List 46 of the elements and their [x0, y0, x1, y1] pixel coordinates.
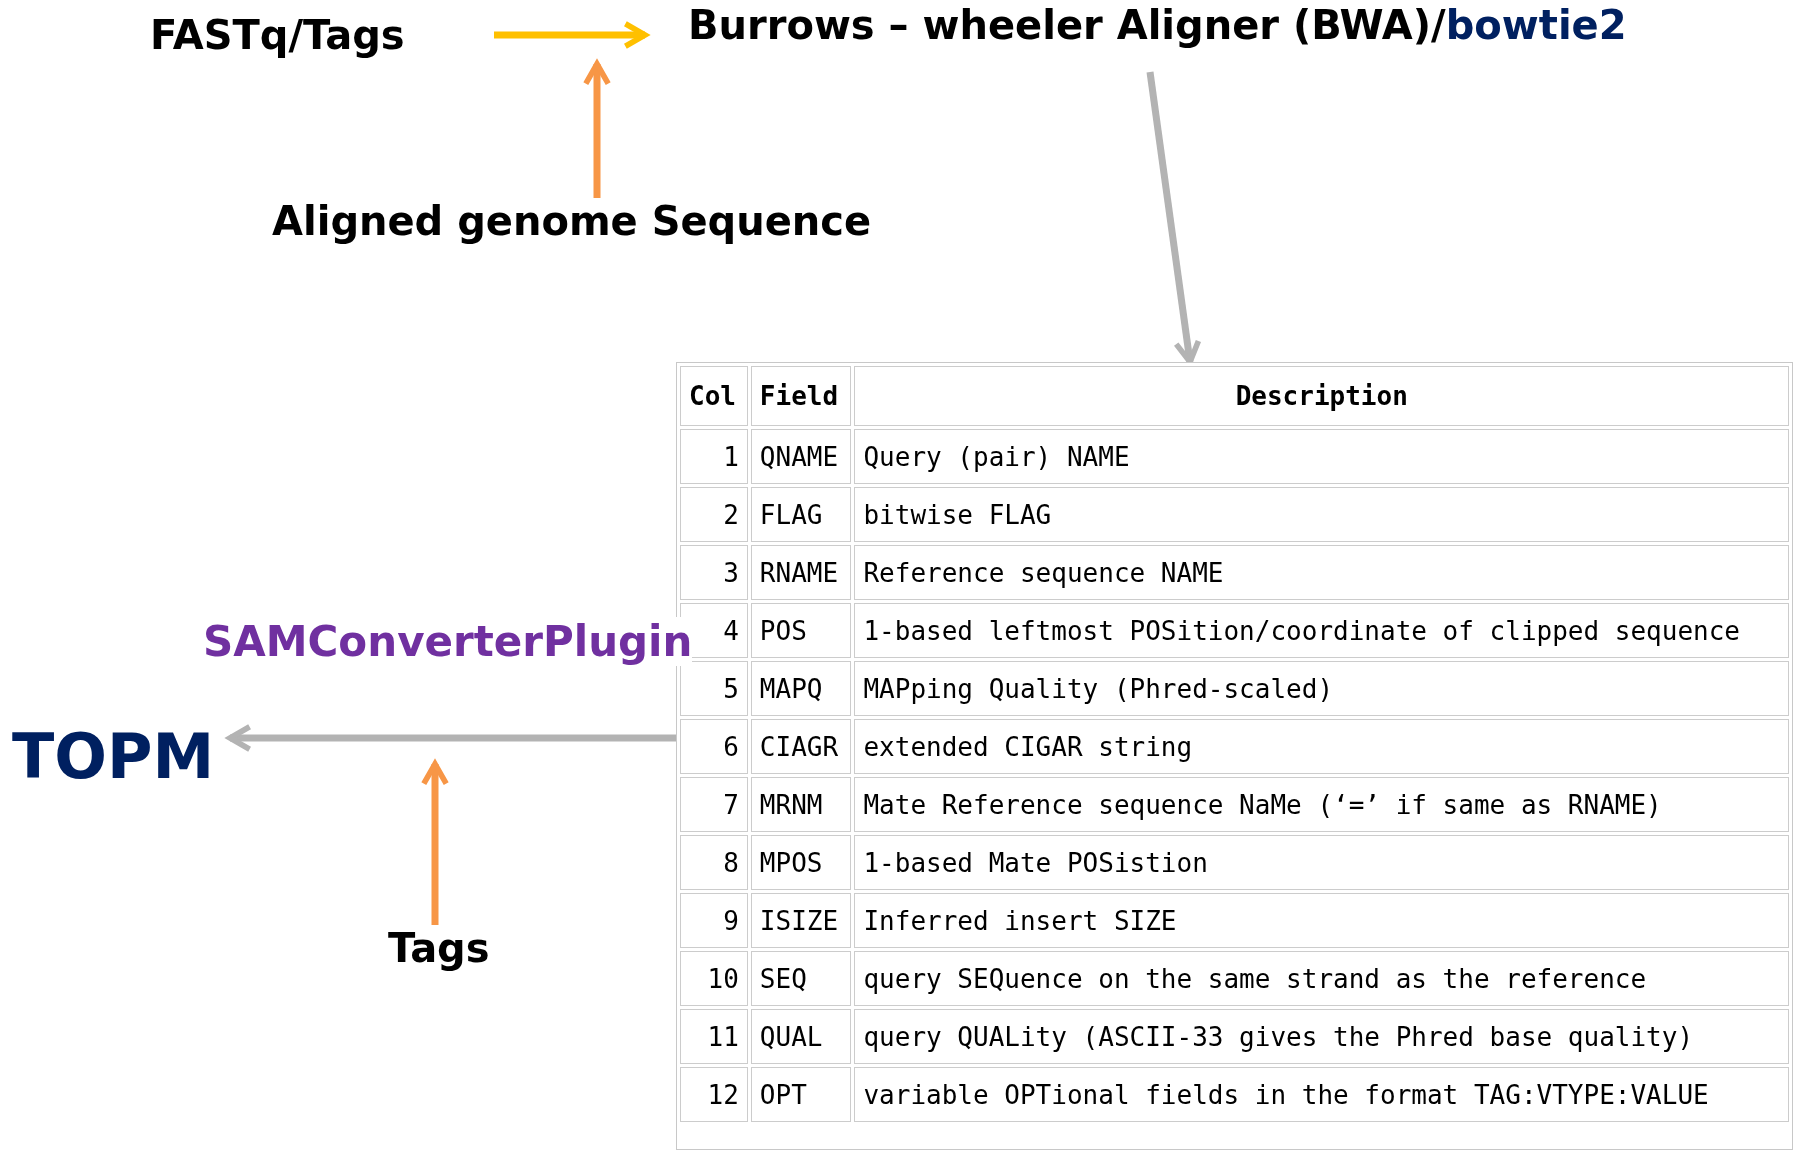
table-cell: QNAME: [750, 429, 852, 484]
table-cell: POS: [750, 603, 852, 658]
table-cell: Mate Reference sequence NaMe (‘=’ if same as RNAME): [854, 777, 1789, 832]
table-cell: Inferred insert SIZE: [854, 893, 1789, 948]
table-cell: 2: [680, 487, 748, 542]
node-label: FASTq/Tags: [150, 12, 405, 58]
node-label: TOPM: [12, 720, 215, 793]
table-cell: bitwise FLAG: [854, 487, 1789, 542]
table-cell: query SEQuence on the same strand as the reference: [854, 951, 1789, 1006]
table-header: Field: [750, 366, 852, 426]
table-header: Description: [854, 366, 1789, 426]
table-cell: query QUALity (ASCII-33 gives the Phred base quality): [854, 1009, 1789, 1064]
table-cell: RNAME: [750, 545, 852, 600]
table-cell: OPT: [750, 1067, 852, 1122]
table-cell: 6: [680, 719, 748, 774]
table-cell: extended CIGAR string: [854, 719, 1789, 774]
table-cell: 1-based Mate POSistion: [854, 835, 1789, 890]
table-cell: 12: [680, 1067, 748, 1122]
table-cell: 1: [680, 429, 748, 484]
table-cell: 1-based leftmost POSition/coordinate of clipped sequence: [854, 603, 1789, 658]
arrow: [1146, 71, 1202, 365]
table-cell: 10: [680, 951, 748, 1006]
table-cell: SEQ: [750, 951, 852, 1006]
table-cell: ISIZE: [750, 893, 852, 948]
table-cell: 11: [680, 1009, 748, 1064]
table-cell: Query (pair) NAME: [854, 429, 1789, 484]
table-header: Col: [680, 366, 748, 426]
table-cell: variable OPTional fields in the format TAG:VTYPE:VALUE: [854, 1067, 1789, 1122]
table-cell: MAPQ: [750, 661, 852, 716]
node-label: Tags: [388, 925, 490, 971]
table-cell: 3: [680, 545, 748, 600]
node-label-part: bowtie2: [1445, 2, 1627, 48]
arrow: [227, 724, 676, 752]
node-label: Aligned genome Sequence: [272, 198, 872, 244]
table-cell: Reference sequence NAME: [854, 545, 1789, 600]
table-cell: MPOS: [750, 835, 852, 890]
table-cell: 8: [680, 835, 748, 890]
table-cell: MRNM: [750, 777, 852, 832]
table-cell: QUAL: [750, 1009, 852, 1064]
node-label: Burrows – wheeler Aligner (BWA)/: [688, 2, 1446, 48]
table-cell: 5: [680, 661, 748, 716]
table-cell: CIAGR: [750, 719, 852, 774]
table-cell: MAPping Quality (Phred-scaled): [854, 661, 1789, 716]
table-cell: FLAG: [750, 487, 852, 542]
table-cell: 7: [680, 777, 748, 832]
table-cell: 9: [680, 893, 748, 948]
